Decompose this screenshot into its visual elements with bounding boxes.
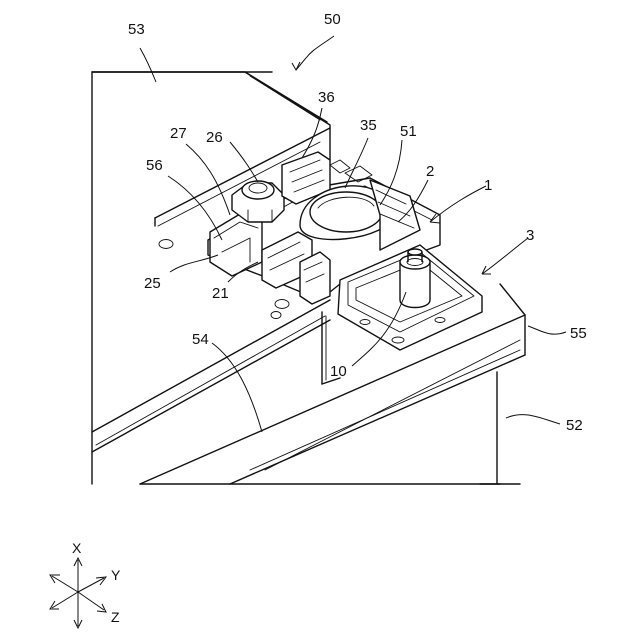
ref-2: 2 [426, 163, 434, 180]
axis-label-z: Z [111, 609, 120, 625]
axis-label-y: Y [111, 567, 121, 583]
ref-25: 25 [144, 275, 161, 292]
ref-1: 1 [484, 177, 492, 194]
ref-21: 21 [212, 285, 229, 302]
ref-27: 27 [170, 125, 187, 142]
ref-54: 54 [192, 331, 209, 348]
ref-55: 55 [570, 325, 587, 342]
ref-53: 53 [128, 21, 145, 38]
ref-51: 51 [400, 123, 417, 140]
ref-52: 52 [566, 417, 583, 434]
ref-3: 3 [526, 227, 534, 244]
ref-10: 10 [330, 363, 347, 380]
ref-35: 35 [360, 117, 377, 134]
ref-56: 56 [146, 157, 163, 174]
axis-label-x: X [72, 540, 82, 556]
ref-50: 50 [324, 11, 341, 28]
axis-indicator: X Y Z [50, 540, 121, 628]
ref-26: 26 [206, 129, 223, 146]
ref-36: 36 [318, 89, 335, 106]
